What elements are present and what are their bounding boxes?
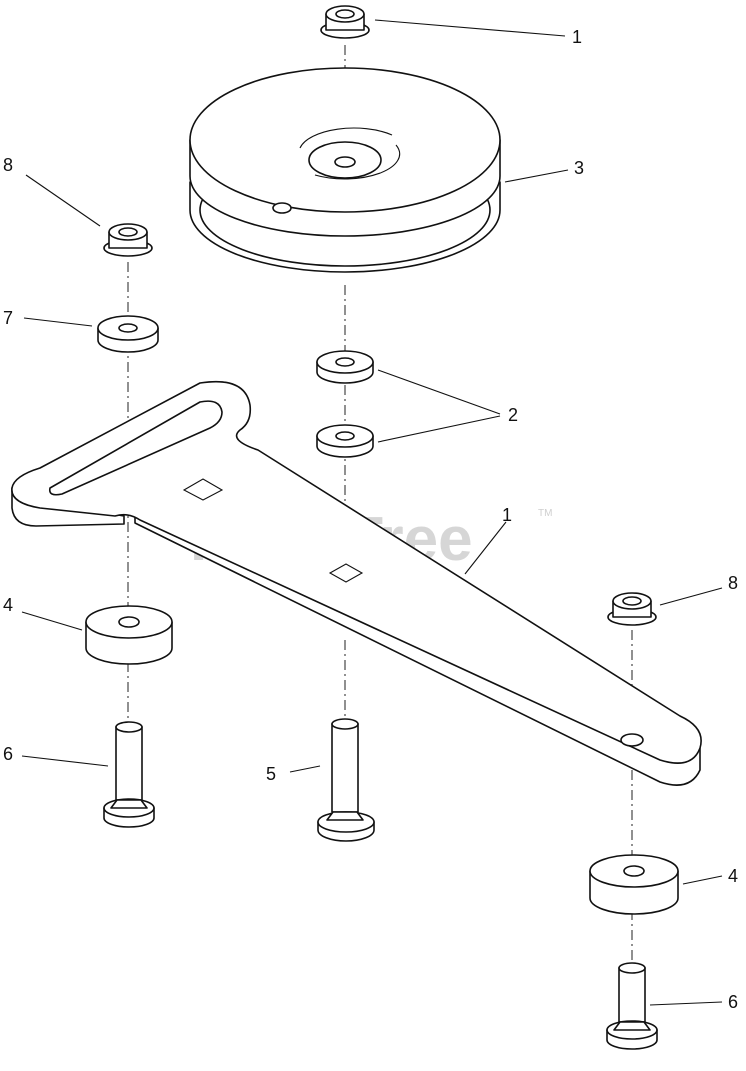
callout-8-left: 8 (3, 155, 13, 175)
bolt-square-neck (326, 811, 364, 821)
callout-3: 3 (574, 158, 584, 178)
arm-slot (48, 400, 223, 496)
bolt-tip (115, 721, 143, 733)
bolt-tip (331, 718, 359, 730)
idler-arm (11, 380, 702, 786)
leader-7 (23, 317, 93, 327)
leader-5 (289, 765, 321, 773)
watermark-trademark: TM (538, 508, 552, 519)
callout-5: 5 (266, 764, 276, 784)
arm-square-hole-lower (328, 563, 364, 583)
pulley (189, 67, 501, 273)
bolt-shank (331, 723, 359, 813)
pulley-top-face (189, 67, 501, 213)
callout-1: 1 (502, 505, 512, 525)
arm-round-hole (620, 733, 644, 747)
leader-4-right (682, 875, 723, 885)
leader-4-left (21, 611, 83, 631)
pulley-hub-arc (299, 127, 393, 149)
spacer-hole (623, 865, 645, 877)
bolt-shank (618, 967, 646, 1023)
arm-square-hole-upper (182, 478, 224, 501)
carriage-bolt-center (317, 718, 375, 842)
bolt-left (103, 721, 155, 828)
callout-8-right: 8 (728, 573, 738, 593)
callout-8-top: 1 (572, 27, 582, 47)
leader-2-lower (377, 415, 501, 443)
washer-hole (118, 323, 138, 333)
flange-nut-left (103, 223, 153, 257)
washer-left (97, 315, 159, 353)
washer-lower-hole (335, 431, 355, 441)
leader-8-top (374, 19, 566, 37)
leader-6-right (649, 1001, 723, 1006)
spacer-right (589, 854, 679, 915)
bolt-square-neck (110, 799, 148, 809)
flange-nut-top (320, 5, 370, 39)
callout-4-right: 4 (728, 866, 738, 886)
pulley-grease-hole (272, 202, 292, 214)
arm-top-face (11, 380, 702, 764)
leader-lines (21, 19, 723, 1006)
spacer-left (85, 605, 173, 665)
leader-3 (504, 169, 569, 183)
pulley-hub-arc-lower (314, 144, 401, 180)
callout-7: 7 (3, 308, 13, 328)
leader-8-left (25, 174, 101, 227)
washer-pair (316, 350, 374, 458)
callout-6-left: 6 (3, 744, 13, 764)
callout-2: 2 (508, 405, 518, 425)
callout-4-left: 4 (3, 595, 13, 615)
leader-6-left (21, 755, 109, 767)
bolt-tip (618, 962, 646, 974)
leader-8-right (659, 587, 723, 606)
nut-thread (335, 9, 355, 19)
bolt-square-neck (613, 1021, 651, 1031)
spacer-hole (118, 616, 140, 628)
bolt-shank (115, 726, 143, 801)
callout-labels: 1 3 8 7 2 1 8 4 6 5 4 6 (3, 27, 738, 1012)
nut-thread (118, 227, 138, 237)
callout-6-right: 6 (728, 992, 738, 1012)
washer-upper-hole (335, 357, 355, 367)
leader-2-upper (377, 369, 501, 415)
bolt-right (606, 962, 658, 1050)
pulley-bore (334, 156, 356, 168)
leader-1 (464, 521, 507, 575)
nut-thread (622, 596, 642, 606)
flange-nut-right (607, 592, 657, 626)
